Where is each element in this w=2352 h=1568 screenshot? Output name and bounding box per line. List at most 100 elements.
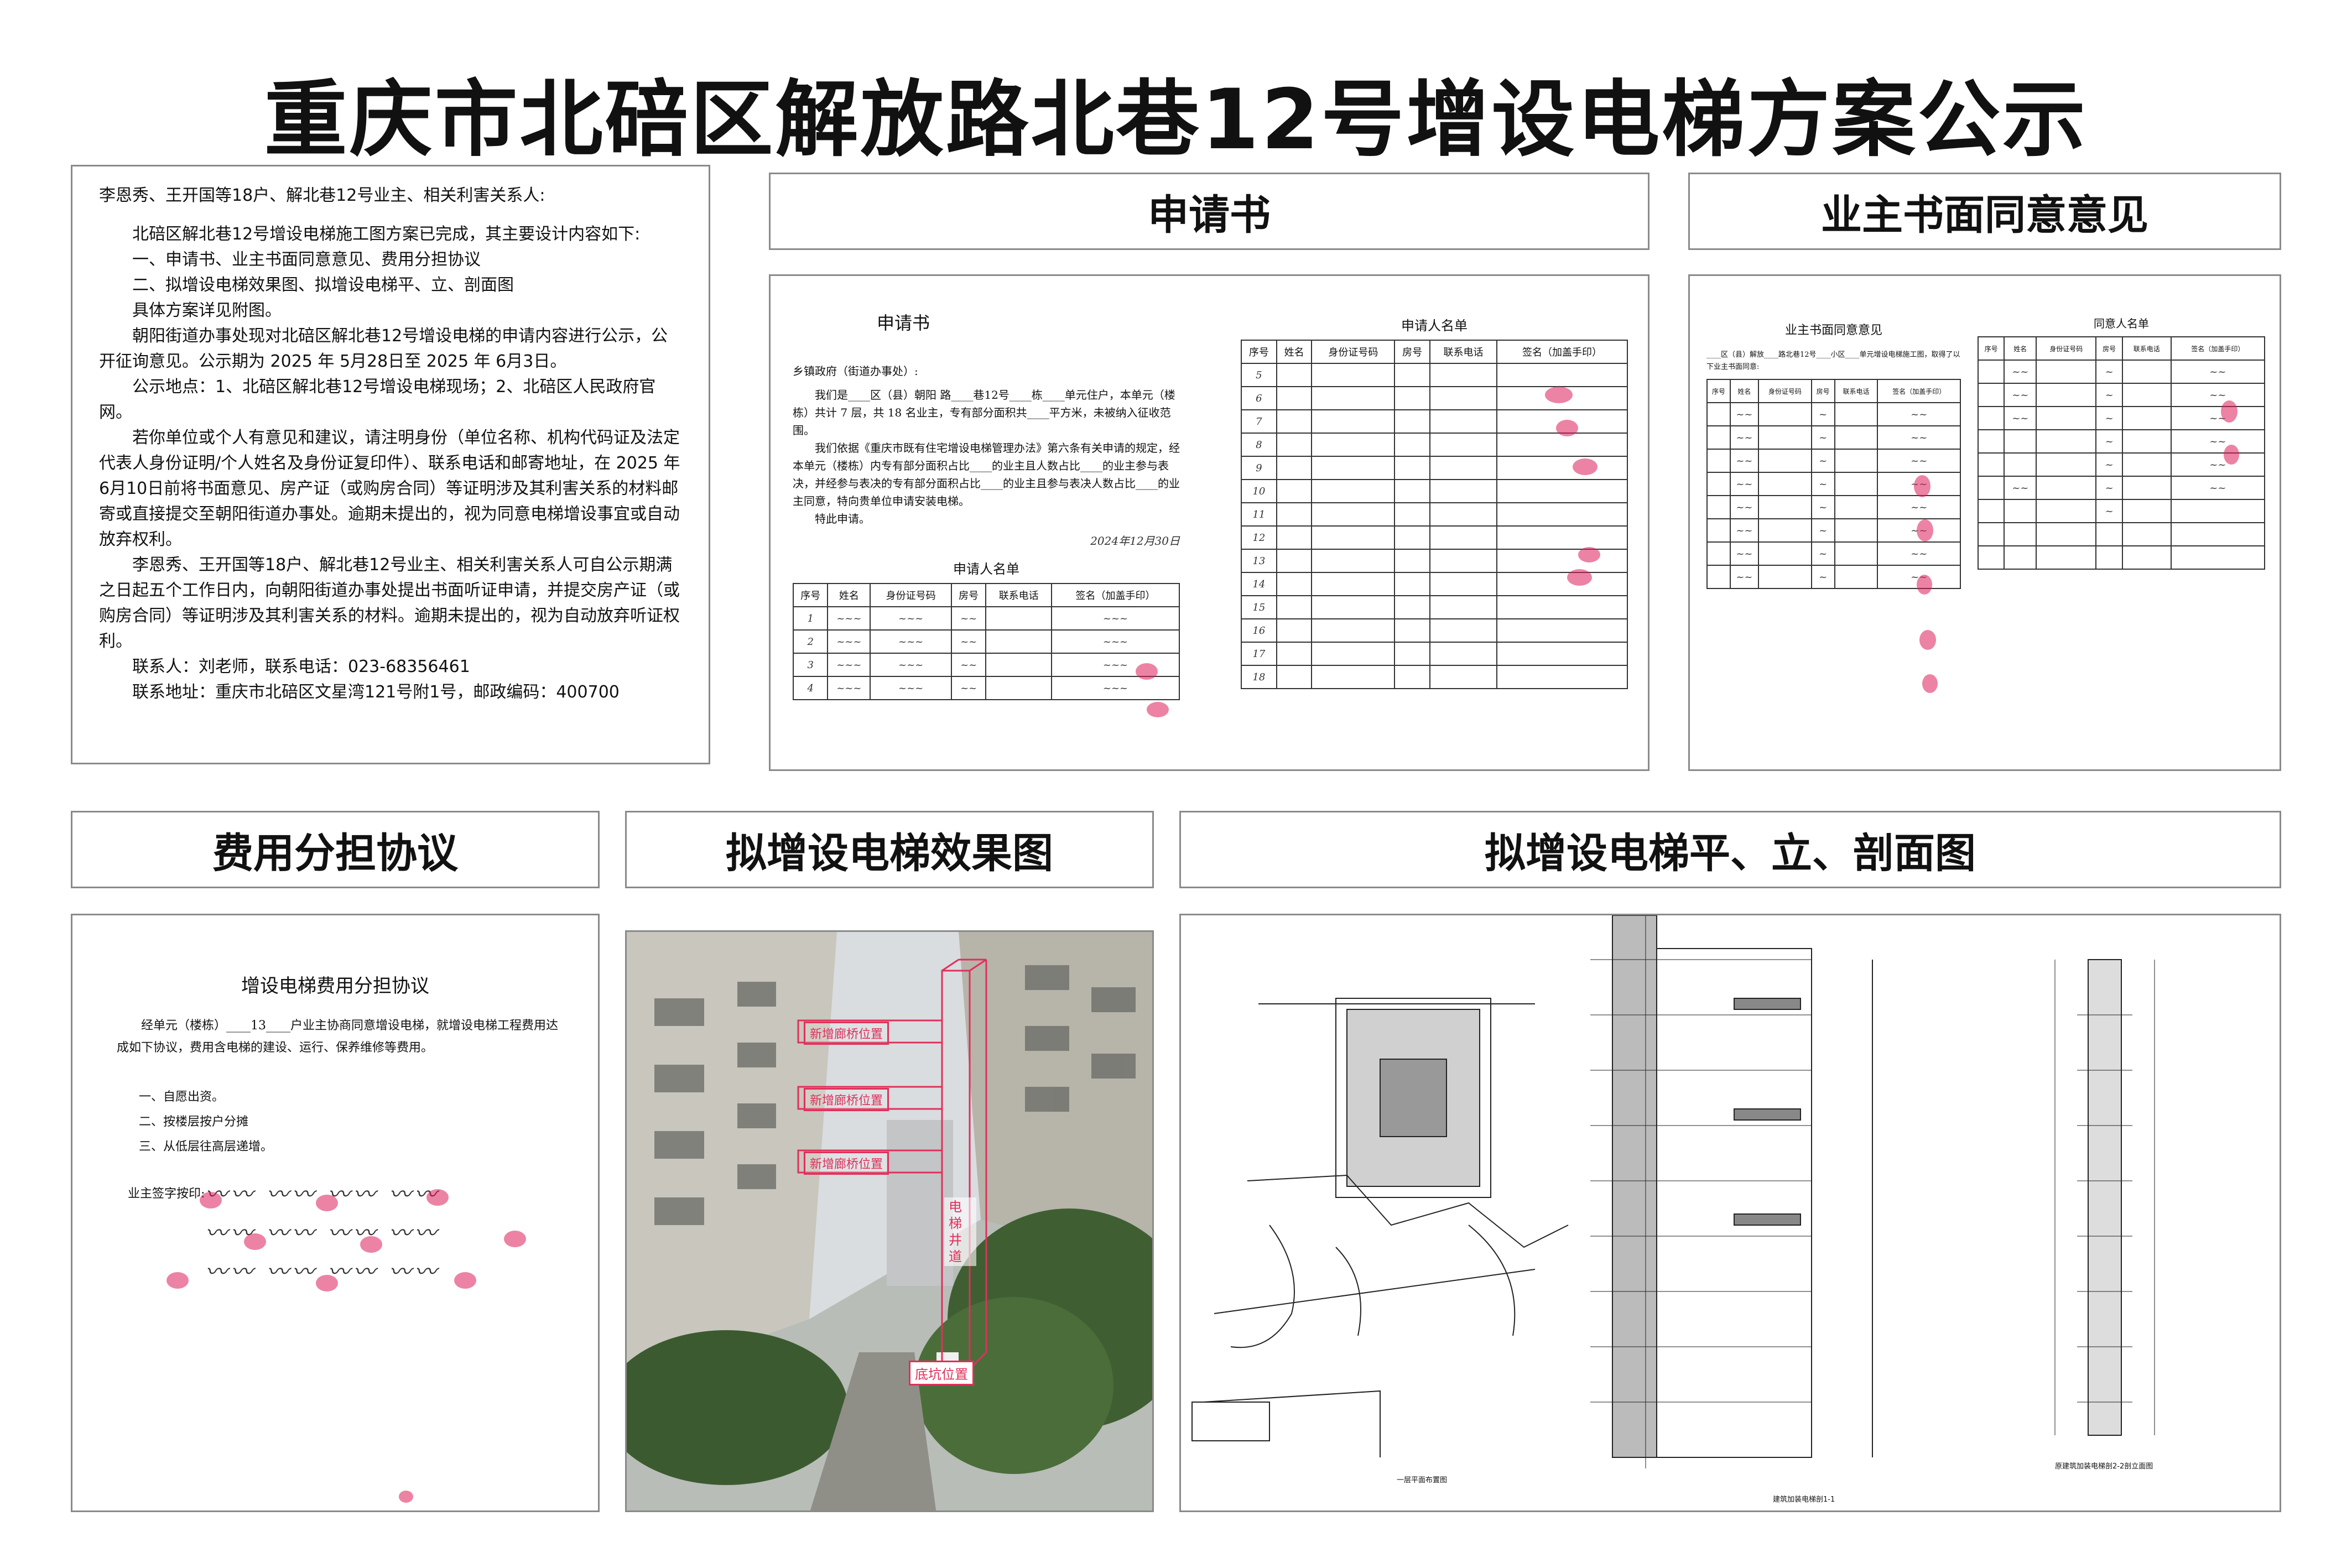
table-header: 姓名 [1276, 340, 1313, 364]
table-header: 姓名 [2004, 336, 2037, 361]
fingerprint-stamp [1567, 569, 1592, 586]
section-header-cost: 费用分担协议 [71, 811, 600, 888]
table-header: 序号 [1977, 336, 2005, 361]
cost-item: 三、从低层往高层递增。 [139, 1140, 273, 1154]
table-header: 身份证号码 [870, 583, 952, 607]
elevator-rendering: 新增廊桥位置 新增廊桥位置 新增廊桥位置 电梯井道 底坑位置 [625, 930, 1154, 1512]
section-caption: 建筑加装电梯剖1-1 [1773, 1496, 1835, 1504]
application-to: 乡镇政府（街道办事处）: [793, 364, 918, 378]
fingerprint-stamp [399, 1491, 413, 1503]
pit-label: 底坑位置 [909, 1361, 974, 1385]
row-number: 11 [1241, 502, 1277, 527]
table-header: 序号 [1706, 379, 1731, 403]
row-number: 13 [1241, 549, 1277, 573]
application-page: 申请书 乡镇政府（街道办事处）: 我们是____区（县）朝阳 路____巷12号… [792, 309, 1180, 700]
rendering-photo [627, 932, 1152, 1510]
cost-sign-label: 业主签字按印: [128, 1187, 205, 1201]
table-header: 身份证号码 [1757, 379, 1812, 403]
table-header: 姓名 [1729, 379, 1759, 403]
elevation-caption: 原建筑加装电梯剖2-2剖立面图 [2055, 1462, 2153, 1471]
cost-item: 一、自愿出资。 [139, 1090, 225, 1104]
consent-heading: 业主书面同意意见 [1784, 324, 1882, 337]
table-header: 姓名 [827, 583, 871, 607]
notice-line: 北碚区解北巷12号增设电梯施工图方案已完成，其主要设计内容如下: [132, 225, 641, 244]
table-header: 房号 [1394, 340, 1430, 364]
row-number: 17 [1241, 642, 1277, 666]
fingerprint-stamp [2224, 445, 2239, 465]
notice-contact: 联系人：刘老师，联系电话：023-68356461 [132, 657, 470, 676]
section-header-drawings: 拟增设电梯平、立、剖面图 [1179, 811, 2281, 888]
application-date: 2024年12月30日 [1090, 534, 1180, 548]
row-number: 5 [1241, 363, 1277, 387]
consent-page: 业主书面同意意见 ____区（县）解放____路北巷12号____小区____单… [1706, 320, 1961, 589]
table-header: 序号 [792, 583, 829, 607]
table-header: 签名（加盖手印） [1496, 340, 1628, 364]
applicant-list-table: 序号 姓名 身份证号码 房号 联系电话 签名（加盖手印） 5 6 7 8 9 1… [1241, 340, 1628, 689]
fingerprint-stamp [1136, 663, 1158, 680]
table-header: 房号 [2095, 336, 2123, 361]
fingerprint-stamp [504, 1231, 526, 1247]
row-number: 18 [1241, 665, 1277, 689]
fingerprint-stamp [2221, 400, 2237, 423]
fingerprint-stamp [426, 1189, 449, 1206]
row-number: 8 [1241, 433, 1277, 457]
fingerprint-stamp [1556, 420, 1578, 436]
notice-line: 李恩秀、王开国等18户、解北巷12号业主、相关利害关系人可自公示期满之日起五个工… [99, 555, 680, 651]
fingerprint-stamp [1922, 674, 1938, 693]
fingerprint-stamp [1578, 547, 1600, 562]
fingerprint-stamp [1914, 475, 1930, 497]
table-header: 序号 [1241, 340, 1277, 364]
consent-table: 序号 姓名 身份证号码 房号 联系电话 签名（加盖手印） ~~~~~ ~~~~~… [1706, 379, 1961, 589]
corridor-label: 新增廊桥位置 [804, 1022, 889, 1045]
notice-line: 一、申请书、业主书面同意意见、费用分担协议 [132, 250, 481, 269]
table-header: 签名（加盖手印） [1877, 379, 1961, 403]
consent-intro: ____区（县）解放____路北巷12号____小区____单元增设电梯施工图，… [1706, 351, 1960, 371]
row-number: 16 [1241, 618, 1277, 643]
application-body: 特此申请。 [815, 512, 870, 525]
row-number: 7 [1241, 409, 1277, 434]
row-number: 6 [1241, 386, 1277, 410]
fingerprint-stamp [316, 1195, 338, 1211]
table-header: 联系电话 [1834, 379, 1879, 403]
fingerprint-stamp [244, 1233, 266, 1250]
section-header-application: 申请书 [769, 173, 1649, 250]
section-header-consent: 业主书面同意意见 [1688, 173, 2281, 250]
row-number: 10 [1241, 479, 1277, 503]
fingerprint-stamp [200, 1192, 222, 1208]
notice-address: 联系地址：重庆市北碚区文星湾121号附1号，邮政编码：400700 [132, 683, 620, 702]
notice-line: 二、拟增设电梯效果图、拟增设电梯平、立、剖面图 [132, 275, 514, 295]
elevator-drawings: 一层平面布置图 建筑加装电梯剖1-1 原建筑加装电梯剖2-2剖立面图 [1179, 914, 2281, 1512]
notice-salutation: 李恩秀、王开国等18户、解北巷12号业主、相关利害关系人: [99, 186, 545, 205]
elevator-shaft-label: 电梯井道 [944, 1197, 976, 1266]
application-document: 申请书 乡镇政府（街道办事处）: 我们是____区（县）朝阳 路____巷12号… [769, 274, 1649, 771]
drawings-svg [1191, 915, 2155, 1468]
table-header: 房号 [950, 583, 987, 607]
table-header: 签名（加盖手印） [2170, 336, 2266, 361]
cost-item: 二、按楼层按户分摊 [139, 1115, 249, 1129]
section-header-rendering: 拟增设电梯效果图 [625, 811, 1154, 888]
table-header: 联系电话 [2121, 336, 2172, 361]
cost-body: 经单元（楼栋）____13____户业主协商同意增设电梯，就增设电梯工程费用达成… [117, 1019, 558, 1055]
cost-heading: 增设电梯费用分担协议 [241, 975, 429, 997]
applicant-list-heading: 申请人名单 [1401, 318, 1468, 334]
row-number: 9 [1241, 456, 1277, 480]
application-body: 我们依据《重庆市既有住宅增设电梯管理办法》第六条有关申请的规定，经本单元（楼栋）… [793, 441, 1180, 508]
fingerprint-stamp [360, 1236, 382, 1253]
table-header: 联系电话 [1429, 340, 1498, 364]
table-header: 身份证号码 [1311, 340, 1396, 364]
fingerprint-stamp [1545, 387, 1573, 403]
application-body: 我们是____区（县）朝阳 路____巷12号____栋____单元住户，本单元… [793, 388, 1175, 437]
notice-line: 具体方案详见附图。 [132, 301, 282, 320]
table-header: 签名（加盖手印） [1050, 583, 1180, 607]
table-header: 房号 [1810, 379, 1835, 403]
corridor-label: 新增廊桥位置 [804, 1088, 889, 1111]
fingerprint-stamp [1917, 575, 1932, 595]
fingerprint-stamp [1573, 459, 1598, 475]
fingerprint-stamp [1917, 519, 1933, 541]
owner-signatures: 〰〰 〰〰 〰〰 〰〰〰〰 〰〰 〰〰 〰〰〰〰 〰〰 〰〰 〰〰 [205, 1182, 440, 1285]
application-table: 序号 姓名 身份证号码 房号 联系电话 签名（加盖手印） 1~~~~~~~~~~… [792, 583, 1180, 700]
row-number: 15 [1241, 595, 1277, 619]
corridor-label: 新增廊桥位置 [804, 1152, 889, 1175]
table-header: 身份证号码 [2036, 336, 2097, 361]
notice-line: 公示地点：1、北碚区解北巷12号增设电梯现场；2、北碚区人民政府官网。 [99, 377, 656, 422]
